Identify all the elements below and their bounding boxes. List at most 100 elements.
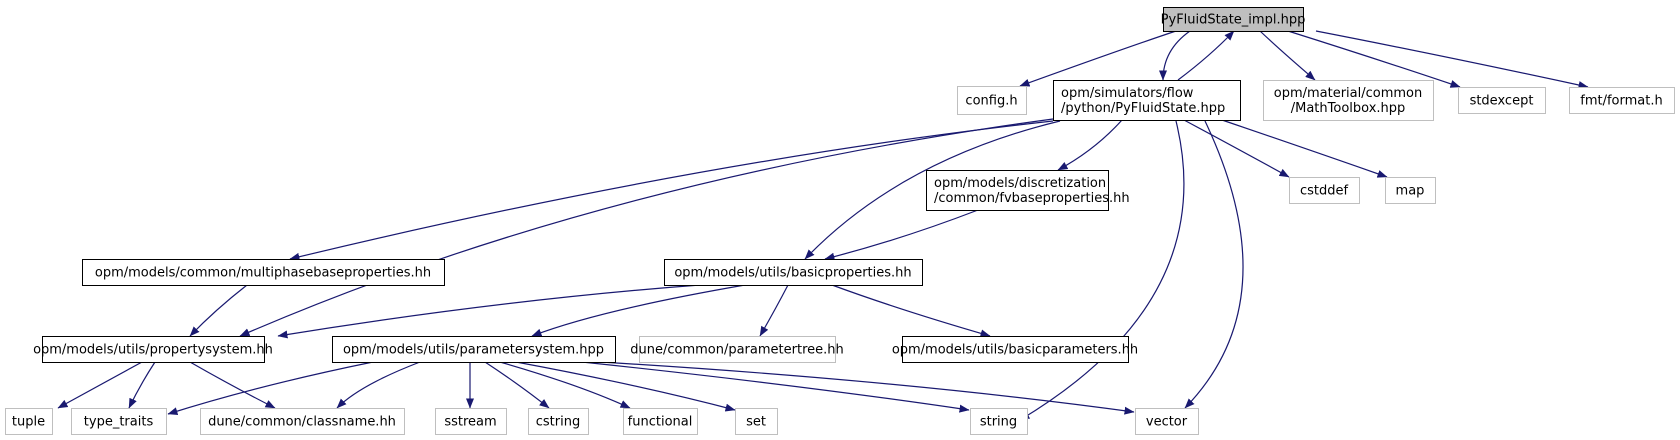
node-label: opm/models/discretization xyxy=(934,176,1106,191)
node-label: dune/common/parametertree.hh xyxy=(630,343,844,358)
node-fmtformat: fmt/format.h xyxy=(1569,87,1675,114)
node-label: config.h xyxy=(965,94,1017,109)
node-cstring: cstring xyxy=(528,408,589,435)
node-root[interactable]: PyFluidState_impl.hpp xyxy=(1161,7,1306,32)
node-label: /MathToolbox.hpp xyxy=(1291,101,1406,116)
node-label: opm/models/utils/basicproperties.hh xyxy=(674,266,911,281)
node-box xyxy=(435,408,507,435)
edge-root-to-mathtoolbox xyxy=(1259,30,1316,81)
node-label: cstddef xyxy=(1300,184,1349,199)
node-label: /python/PyFluidState.hpp xyxy=(1061,101,1225,116)
edge-pyfluidstate-to-multiphase xyxy=(289,120,1054,261)
node-label: opm/simulators/flow xyxy=(1061,86,1194,101)
edge-basicprops-to-propsystem xyxy=(277,284,701,339)
node-typetraits: type_traits xyxy=(71,408,167,435)
node-box xyxy=(1135,408,1199,435)
edge-pyfluidstate-to-basicprops xyxy=(804,120,1061,260)
node-classname: dune/common/classname.hh xyxy=(200,408,405,435)
edge-paramsystem-to-classname xyxy=(336,361,421,409)
edge-paramsystem-to-vector xyxy=(599,361,1135,415)
node-string: string xyxy=(970,408,1028,435)
node-box xyxy=(639,336,836,363)
edge-root-to-pyfluidstate xyxy=(1159,30,1191,81)
node-basicprops[interactable]: opm/models/utils/basicproperties.hh xyxy=(664,259,923,286)
node-box xyxy=(42,336,265,363)
edge-root-to-fmtformat xyxy=(1315,30,1589,89)
node-label: opm/models/common/multiphasebaseproperti… xyxy=(95,266,431,281)
node-label: /common/fvbaseproperties.hh xyxy=(934,191,1130,206)
node-box xyxy=(528,408,589,435)
node-box xyxy=(1569,87,1675,114)
node-label: type_traits xyxy=(84,415,154,430)
node-map: map xyxy=(1385,177,1436,204)
edge-propsystem-to-tuple xyxy=(57,361,143,409)
node-box xyxy=(71,408,167,435)
node-box xyxy=(1263,80,1434,121)
node-box xyxy=(82,259,445,286)
node-functional: functional xyxy=(623,408,698,435)
edge-propsystem-to-typetraits xyxy=(128,361,156,409)
node-label: string xyxy=(980,415,1017,430)
node-label: functional xyxy=(628,415,693,430)
node-pyfluidstate[interactable]: opm/simulators/flow/python/PyFluidState.… xyxy=(1053,80,1241,121)
edge-paramsystem-to-set xyxy=(515,361,736,412)
node-box xyxy=(332,336,616,363)
node-box xyxy=(664,259,923,286)
node-box xyxy=(623,408,698,435)
edge-pyfluidstate-to-string xyxy=(1019,120,1185,421)
node-label: sstream xyxy=(444,415,496,430)
node-cstddef: cstddef xyxy=(1289,177,1360,204)
node-sstream: sstream xyxy=(435,408,507,435)
edge-paramsystem-to-cstring xyxy=(484,361,550,409)
node-label: dune/common/classname.hh xyxy=(208,415,396,430)
node-paramtree: dune/common/parametertree.hh xyxy=(630,336,844,363)
node-multiphase[interactable]: opm/models/common/multiphasebaseproperti… xyxy=(82,259,445,286)
node-stdexcept: stdexcept xyxy=(1458,87,1546,114)
node-propsystem[interactable]: opm/models/utils/propertysystem.hh xyxy=(33,336,273,363)
node-fvbaseprops[interactable]: opm/models/discretization/common/fvbasep… xyxy=(926,170,1130,211)
edge-pyfluidstate-to-root xyxy=(1177,30,1235,81)
edge-pyfluidstate-to-vector xyxy=(1184,120,1244,409)
node-box xyxy=(200,408,405,435)
node-vector: vector xyxy=(1135,408,1199,435)
nodes-layer: PyFluidState_impl.hpp config.h opm/simulat… xyxy=(5,7,1675,435)
node-label: map xyxy=(1396,184,1425,199)
node-paramsystem[interactable]: opm/models/utils/parametersystem.hpp xyxy=(332,336,616,363)
node-box xyxy=(902,336,1129,363)
node-label: set xyxy=(746,415,766,430)
edge-basicprops-to-paramtree xyxy=(759,284,789,337)
edge-pyfluidstate-to-map xyxy=(1221,119,1388,178)
node-box xyxy=(970,408,1028,435)
node-box xyxy=(926,170,1109,211)
node-label: opm/models/utils/parametersystem.hpp xyxy=(343,343,604,358)
node-label: opm/models/utils/propertysystem.hh xyxy=(33,343,273,358)
node-box xyxy=(735,408,778,435)
node-tuple: tuple xyxy=(5,408,53,435)
node-mathtoolbox: opm/material/common/MathToolbox.hpp xyxy=(1263,80,1434,121)
node-label: vector xyxy=(1146,415,1188,430)
edge-root-to-config xyxy=(1019,30,1177,87)
node-box xyxy=(1053,80,1241,121)
node-box xyxy=(1458,87,1546,114)
node-box xyxy=(1385,177,1436,204)
node-label: stdexcept xyxy=(1470,94,1534,109)
edge-pyfluidstate-to-propsystem xyxy=(239,118,1054,337)
edge-paramsystem-to-typetraits xyxy=(167,361,374,415)
edges-layer xyxy=(57,30,1589,421)
node-box xyxy=(957,86,1027,115)
node-config: config.h xyxy=(957,86,1027,115)
edge-basicprops-to-basicparams xyxy=(831,284,991,338)
node-box xyxy=(1163,7,1304,32)
node-label: fmt/format.h xyxy=(1580,94,1662,109)
edge-pyfluidstate-to-fvbaseprops xyxy=(1057,119,1123,171)
node-set: set xyxy=(735,408,778,435)
edge-paramsystem-to-functional xyxy=(499,361,631,409)
node-label: opm/material/common xyxy=(1274,86,1423,101)
edge-fvbaseprops-to-basicprops xyxy=(824,209,979,261)
node-basicparams[interactable]: opm/models/utils/basicparameters.hh xyxy=(892,336,1138,363)
edge-multiphase-to-propsystem xyxy=(189,284,248,337)
node-label: PyFluidState_impl.hpp xyxy=(1161,13,1306,28)
edge-pyfluidstate-to-cstddef xyxy=(1183,119,1290,178)
edge-root-to-stdexcept xyxy=(1287,30,1461,88)
